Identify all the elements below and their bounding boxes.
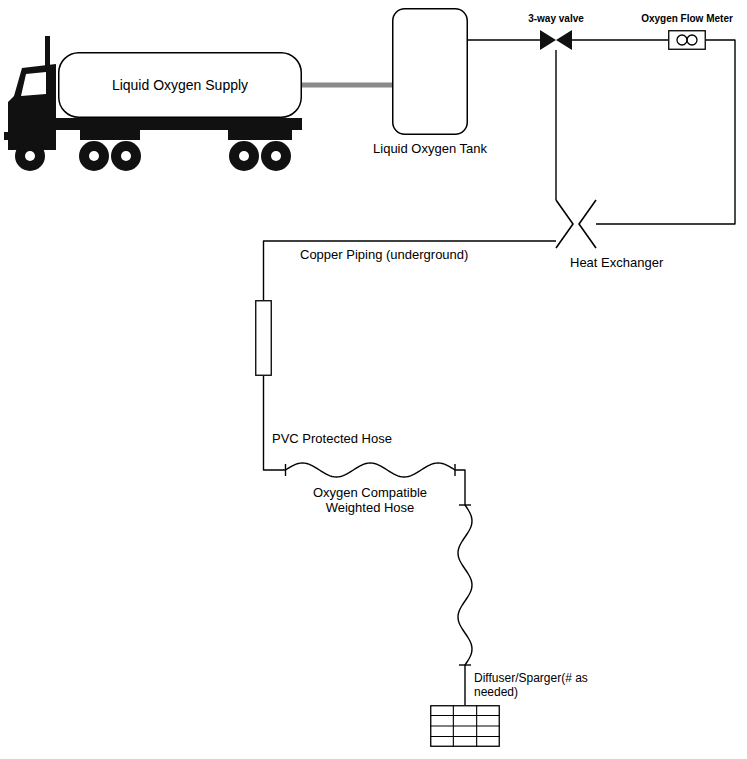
trailer-frame [228, 130, 292, 140]
pipe-connector [302, 83, 392, 88]
node-shape [392, 8, 468, 135]
meter-dial [687, 35, 697, 45]
node-label: Heat Exchanger [570, 256, 663, 271]
node-shape [255, 300, 272, 376]
wheel [261, 141, 291, 171]
meter-dial [677, 35, 687, 45]
hose-sleeve [256, 301, 272, 376]
diffuser-grid: Diffuser/Sparger(# as needed) [430, 705, 500, 747]
wheel [79, 141, 109, 171]
meter-box [669, 31, 706, 50]
pipe-connector [596, 40, 735, 224]
wheel-hub [25, 151, 35, 161]
truck-chassis [56, 118, 302, 130]
wheel [229, 141, 259, 171]
wheel [15, 141, 45, 171]
hose-guard: PVC Protected Hose [255, 300, 272, 376]
diffuser-grid-lines [430, 705, 500, 747]
wheel-hub [239, 151, 249, 161]
node-shape [430, 705, 500, 747]
truck-wheels [15, 141, 291, 171]
pipe-connector [572, 39, 668, 40]
hose-fittings [286, 464, 472, 665]
pipe-connector [264, 376, 473, 705]
wheel [111, 141, 141, 171]
exchanger-symbol [556, 200, 596, 248]
supply-tanker: Liquid Oxygen Supply [58, 52, 302, 118]
node-shape [540, 30, 572, 50]
storage-tank: Liquid Oxygen Tank [392, 8, 468, 135]
pipe-connector [264, 241, 557, 300]
tank-outline [393, 9, 468, 135]
heat-exchanger: Heat Exchanger [556, 200, 596, 248]
wheel-hub [271, 151, 281, 161]
cab-window [21, 72, 46, 96]
bumper [4, 132, 14, 140]
truck-frame [80, 130, 140, 140]
truck-cab [4, 36, 56, 150]
node-shape [668, 30, 706, 50]
node-label: Diffuser/Sparger(# as needed) [474, 672, 624, 700]
node-label: Oxygen Flow Meter [641, 13, 733, 25]
valve-symbol: 3-way valve [540, 30, 572, 50]
cab-body [8, 64, 56, 150]
pipe-connector [468, 39, 540, 40]
tank-outline [59, 53, 302, 118]
node-label: Liquid Oxygen Tank [373, 142, 487, 157]
valve-symbol [540, 30, 572, 50]
pipe-label: Oxygen Compatible Weighted Hose [290, 486, 450, 516]
node-shape [556, 200, 596, 248]
diffuser-frame [431, 706, 500, 747]
flow-meter: Oxygen Flow Meter [668, 30, 706, 50]
pipe-label: Copper Piping (underground) [300, 248, 468, 263]
node-label: PVC Protected Hose [272, 432, 392, 447]
pipe-connector [555, 50, 556, 200]
wheel-hub [89, 151, 99, 161]
node-label: Liquid Oxygen Supply [112, 77, 248, 93]
node-label: 3-way valve [528, 13, 584, 25]
wheel-hub [121, 151, 131, 161]
